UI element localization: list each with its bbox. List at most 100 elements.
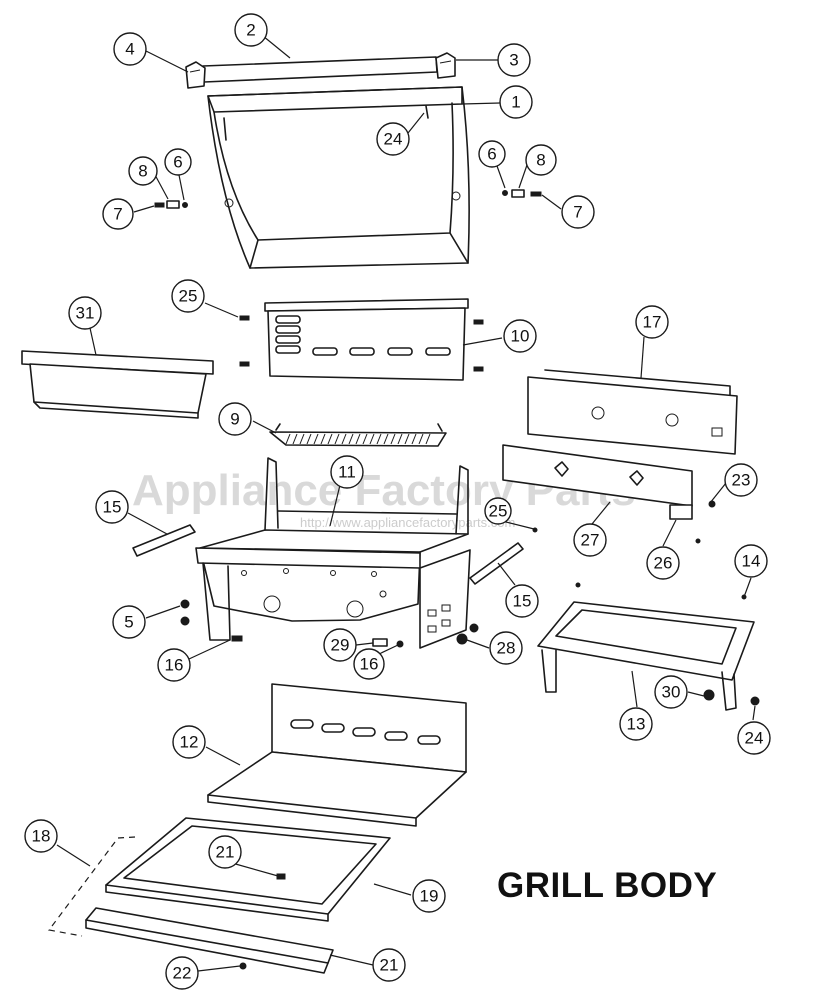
part-rear-panel: [239, 298, 484, 381]
part-heat-shield: [21, 350, 214, 419]
callout-16-label: 16: [165, 656, 184, 675]
callout-3-label: 3: [509, 51, 518, 70]
callout-6-label: 6: [173, 153, 182, 172]
callout-14-label: 14: [742, 552, 761, 571]
callout-6-label: 6: [487, 145, 496, 164]
callout-10: 10: [503, 319, 537, 353]
callout-26-label: 26: [654, 554, 673, 573]
callout-7-label: 7: [113, 205, 122, 224]
watermark-url: http://www.appliancefactoryparts.com: [300, 515, 515, 530]
part-front-rail: [85, 907, 334, 974]
callout-25-label: 25: [179, 287, 198, 306]
callout-29-label: 29: [331, 636, 350, 655]
part-handle-bar: [202, 56, 438, 83]
callout-25: 25: [171, 279, 205, 313]
callout-24: 24: [376, 122, 410, 156]
callout-15: 15: [505, 584, 539, 618]
callout-8-label: 8: [536, 151, 545, 170]
callout-22: 22: [165, 956, 199, 990]
callout-6: 6: [478, 140, 506, 168]
callouts: 1 2 3 4 24 6 8 7 6 8 7 25 10 31 17 9 11 …: [24, 13, 771, 990]
callout-6: 6: [164, 148, 192, 176]
callout-24-label: 24: [745, 729, 764, 748]
callout-1: 1: [499, 85, 533, 119]
callout-28: 28: [489, 631, 523, 665]
callout-25-label: 25: [489, 502, 508, 521]
callout-15: 15: [95, 490, 129, 524]
part-bracket-right: [469, 542, 524, 585]
part-hardware-left: [154, 200, 188, 209]
part-bracket-left: [132, 524, 196, 557]
callout-13: 13: [619, 707, 653, 741]
callout-10-label: 10: [511, 327, 530, 346]
callout-18: 18: [24, 819, 58, 853]
callout-11: 11: [330, 455, 364, 489]
callout-22-label: 22: [173, 964, 192, 983]
callout-16: 16: [157, 648, 191, 682]
callout-12: 12: [172, 725, 206, 759]
callout-28-label: 28: [497, 639, 516, 658]
callout-12-label: 12: [180, 733, 199, 752]
callout-24-label: 24: [384, 130, 403, 149]
callout-13-label: 13: [627, 715, 646, 734]
callout-9: 9: [218, 402, 252, 436]
callout-19: 19: [412, 879, 446, 913]
part-lid: [207, 86, 470, 269]
callout-27: 27: [573, 523, 607, 557]
part-small-hardware: [180, 527, 760, 706]
callout-27-label: 27: [581, 531, 600, 550]
callout-23: 23: [724, 463, 758, 497]
part-control-panel-frame: [527, 369, 738, 455]
part-bottom-frame: [105, 817, 391, 922]
callout-15-label: 15: [103, 498, 122, 517]
callout-8-label: 8: [138, 162, 147, 181]
callout-15-label: 15: [513, 592, 532, 611]
callout-31-label: 31: [76, 304, 95, 323]
callout-25: 25: [484, 497, 512, 525]
callout-2: 2: [234, 13, 268, 47]
callout-31: 31: [68, 296, 102, 330]
callout-4-label: 4: [125, 40, 134, 59]
callout-21: 21: [208, 835, 242, 869]
callout-11-label: 11: [338, 463, 356, 482]
callout-19-label: 19: [420, 887, 439, 906]
callout-29: 29: [323, 628, 357, 662]
part-bottom-shelf: [207, 683, 467, 827]
part-outline-dashed: [47, 836, 136, 937]
callout-17: 17: [635, 305, 669, 339]
leader-lines: [56, 35, 756, 972]
callout-16-label: 16: [360, 655, 379, 674]
callout-21-label: 21: [380, 956, 399, 975]
callout-26: 26: [646, 546, 680, 580]
part-warming-rack: [269, 423, 447, 447]
callout-17-label: 17: [643, 313, 662, 332]
part-control-panel: [502, 444, 716, 520]
callout-21: 21: [372, 948, 406, 982]
callout-5-label: 5: [124, 613, 133, 632]
diagram-title: GRILL BODY: [497, 866, 718, 905]
callout-16: 16: [353, 648, 385, 680]
callout-21-label: 21: [216, 843, 235, 862]
callout-9-label: 9: [230, 410, 239, 429]
callout-7: 7: [102, 198, 134, 230]
callout-30: 30: [654, 675, 688, 709]
part-firebox: [195, 457, 471, 649]
callout-8: 8: [525, 144, 557, 176]
part-hardware-right: [502, 189, 542, 198]
part-side-shelf-frame: [537, 594, 755, 711]
callout-3: 3: [497, 43, 531, 77]
callout-14: 14: [734, 544, 768, 578]
callout-5: 5: [112, 605, 146, 639]
part-end-cap-right: [435, 52, 456, 79]
callout-4: 4: [113, 32, 147, 66]
callout-7-label: 7: [573, 203, 582, 222]
callout-30-label: 30: [662, 683, 681, 702]
callout-18-label: 18: [32, 827, 51, 846]
part-end-cap-left: [185, 61, 206, 89]
callout-24: 24: [737, 721, 771, 755]
callout-7: 7: [561, 195, 595, 229]
callout-23-label: 23: [732, 471, 751, 490]
callout-2-label: 2: [246, 21, 255, 40]
callout-1-label: 1: [511, 93, 520, 112]
